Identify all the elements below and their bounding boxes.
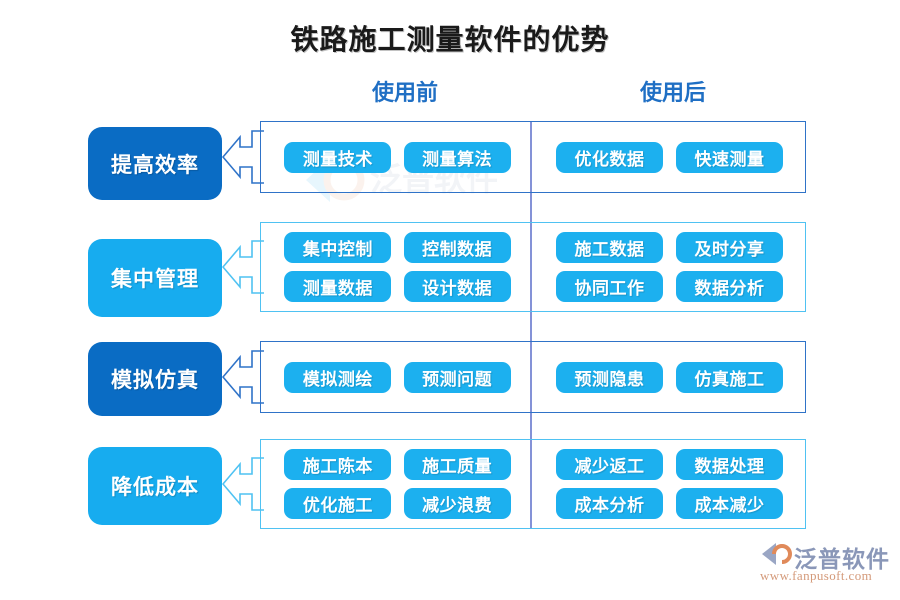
logo-mark-icon bbox=[762, 543, 792, 565]
arrow-icon-4 bbox=[222, 457, 264, 511]
page-title: 铁路施工测量软件的优势 bbox=[290, 25, 610, 56]
arrow-icon-2 bbox=[222, 240, 264, 294]
pill-after-1-2[interactable]: 快速测量 bbox=[676, 141, 783, 173]
pill-after-2-1[interactable]: 施工数据 bbox=[556, 232, 663, 263]
pill-before-3-1[interactable]: 模拟测绘 bbox=[284, 361, 392, 393]
row-frame-1 bbox=[260, 121, 806, 193]
category-label-4[interactable]: 降低成本 bbox=[88, 447, 222, 525]
pill-before-2-3[interactable]: 测量数据 bbox=[284, 271, 392, 302]
category-label-2[interactable]: 集中管理 bbox=[88, 239, 222, 317]
pill-after-1-1[interactable]: 优化数据 bbox=[556, 141, 663, 173]
pill-before-2-1[interactable]: 集中控制 bbox=[284, 232, 392, 263]
arrow-icon-3 bbox=[222, 350, 264, 404]
pill-before-2-4[interactable]: 设计数据 bbox=[403, 271, 511, 302]
pill-after-4-3[interactable]: 成本分析 bbox=[556, 488, 663, 519]
category-label-3[interactable]: 模拟仿真 bbox=[88, 342, 222, 416]
pill-before-1-2[interactable]: 测量算法 bbox=[403, 141, 511, 173]
pill-after-2-3[interactable]: 协同工作 bbox=[556, 271, 663, 302]
pill-after-4-2[interactable]: 数据处理 bbox=[676, 449, 783, 480]
logo-url: www.fanpusoft.com bbox=[760, 568, 873, 583]
pill-before-1-1[interactable]: 测量技术 bbox=[284, 141, 392, 173]
pill-after-3-1[interactable]: 预测隐患 bbox=[556, 361, 663, 393]
pill-before-4-3[interactable]: 优化施工 bbox=[284, 488, 392, 519]
pill-after-3-2[interactable]: 仿真施工 bbox=[676, 361, 783, 393]
row-frame-4 bbox=[260, 439, 806, 529]
pill-after-4-4[interactable]: 成本减少 bbox=[676, 488, 783, 519]
pill-after-2-2[interactable]: 及时分享 bbox=[676, 232, 783, 263]
row-frame-3 bbox=[260, 341, 806, 413]
pill-before-2-2[interactable]: 控制数据 bbox=[403, 232, 511, 263]
column-header-after: 使用后 bbox=[639, 80, 706, 105]
pill-after-4-1[interactable]: 减少返工 bbox=[556, 449, 663, 480]
logo-text: 泛普软件 bbox=[794, 547, 890, 572]
logo: 泛普软件 www.fanpusoft.com bbox=[760, 540, 892, 590]
pill-before-3-2[interactable]: 预测问题 bbox=[403, 361, 511, 393]
pill-after-2-4[interactable]: 数据分析 bbox=[676, 271, 783, 302]
column-divider bbox=[530, 121, 532, 529]
arrow-icon-1 bbox=[222, 130, 264, 184]
category-label-1[interactable]: 提高效率 bbox=[88, 127, 222, 200]
pill-before-4-2[interactable]: 施工质量 bbox=[403, 449, 511, 480]
row-frame-2 bbox=[260, 222, 806, 312]
pill-before-4-4[interactable]: 减少浪费 bbox=[403, 488, 511, 519]
column-header-before: 使用前 bbox=[371, 80, 438, 105]
pill-before-4-1[interactable]: 施工陈本 bbox=[284, 449, 392, 480]
